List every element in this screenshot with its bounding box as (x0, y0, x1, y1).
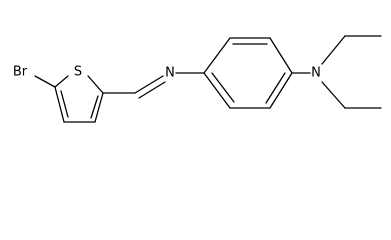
bond-b6-b1 (203, 72, 231, 109)
diethylamino-group (291, 35, 382, 109)
bond-ch-n-double (138, 81, 166, 99)
bond-c3-c3-inner (90, 95, 99, 119)
bond-c5-s (54, 75, 69, 88)
bond-b4-b5-inner (265, 72, 286, 104)
bond-s-c2 (87, 75, 104, 94)
atom-label-n-amine: N (311, 66, 321, 81)
bond-ch-n (134, 75, 164, 94)
bond-b4-b5 (269, 72, 293, 109)
thiophene-ring (54, 75, 104, 123)
bond-b3-b4 (269, 37, 293, 74)
bond-b6-b1-inner (211, 72, 235, 103)
benzene-ring (203, 37, 293, 109)
bond-n-ch2-bottom (321, 81, 346, 109)
bond-c2-c3 (94, 92, 104, 123)
molecule-structure: Br S N N (13, 35, 382, 123)
atom-label-n-imine: N (165, 66, 175, 81)
bond-c4-c5 (54, 86, 65, 123)
bond-b1-b2 (203, 37, 231, 74)
imine-linker (102, 72, 205, 99)
bond-c5-br (34, 75, 56, 88)
bond-c4-c5-inner (60, 90, 69, 118)
atom-label-br: Br (13, 65, 28, 80)
bond-n-ch2-top (321, 35, 346, 65)
atom-label-s: S (74, 65, 82, 80)
